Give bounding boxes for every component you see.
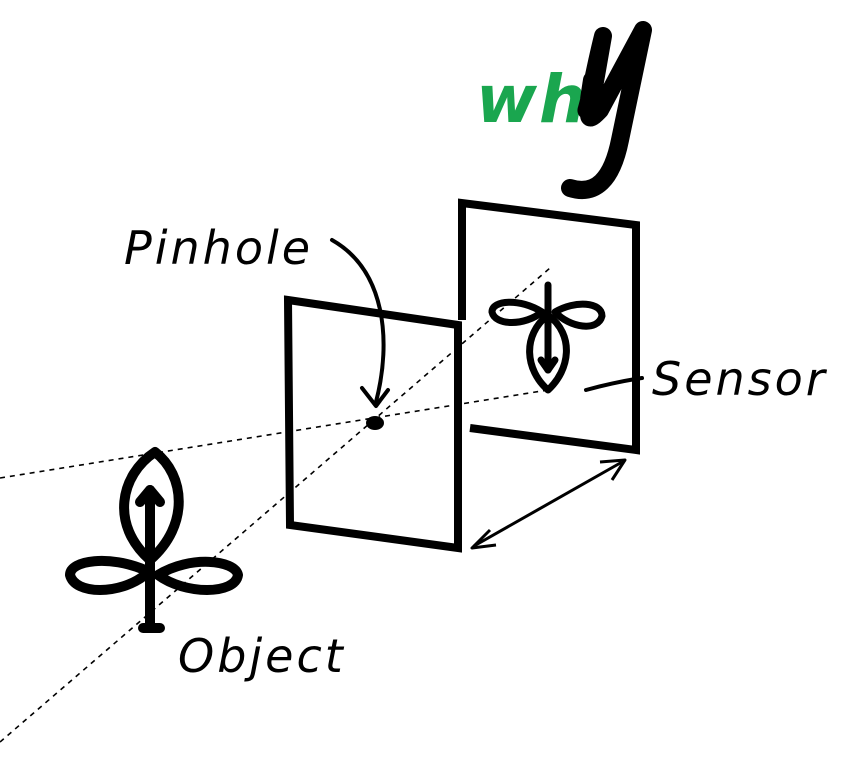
pinhole-panel	[283, 295, 462, 553]
pinhole-arrow	[330, 238, 386, 404]
arrow-head-right	[599, 458, 627, 481]
leaf-object-icon	[65, 447, 243, 633]
arrow-head-left	[470, 528, 497, 550]
object-label: Object	[178, 629, 346, 683]
sensor-pointer	[584, 376, 644, 392]
focal-length-arrow	[473, 460, 623, 548]
ray-upper	[0, 389, 549, 479]
pinhole-label: Pinhole	[124, 221, 313, 275]
pinhole-dot	[366, 416, 384, 430]
pinhole-arrow-head	[360, 386, 390, 408]
ray-lower	[0, 267, 551, 743]
sensor-label: Sensor	[652, 352, 828, 406]
title-prefix: wh	[476, 61, 588, 138]
title-suffix-y: Y	[561, 21, 652, 199]
leaf-image-inverted-icon	[488, 281, 606, 394]
sensor-panel	[458, 198, 640, 455]
